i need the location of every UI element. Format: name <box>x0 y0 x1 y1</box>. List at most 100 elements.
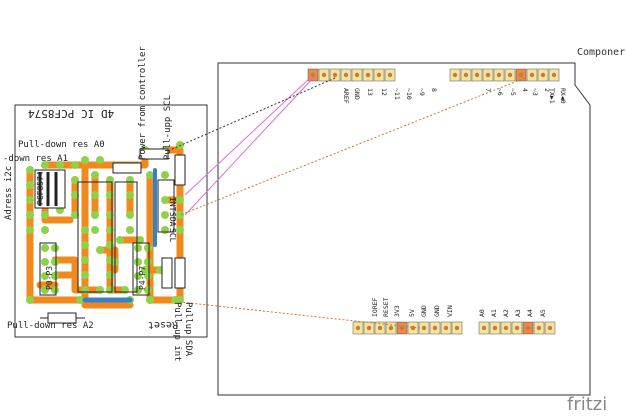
header-pin-hole <box>366 325 372 331</box>
header-pin-hole <box>443 325 449 331</box>
bottom-pin-label: A4 <box>526 309 534 317</box>
header-pin-hole <box>492 325 498 331</box>
pcb-pad <box>161 196 169 204</box>
header-pin-hole <box>454 325 460 331</box>
pcb-pad <box>51 244 59 252</box>
pcb-pad <box>71 176 79 184</box>
pcb-pad <box>26 226 34 234</box>
pcb-pad <box>81 156 89 164</box>
header-pin-hole <box>355 325 361 331</box>
top-pin-label: ~9 <box>418 88 426 96</box>
header-pin-hole <box>410 325 416 331</box>
bottom-pin-label: A5 <box>539 309 547 317</box>
board-title: 4D IC PCF8574 <box>28 107 114 120</box>
header-int-sda-scl <box>157 179 175 233</box>
label-chip-top: PCF8574 <box>36 171 45 205</box>
pcb-pad <box>81 226 89 234</box>
bottom-pin-label: A3 <box>514 309 522 317</box>
pcb-pad <box>161 226 169 234</box>
top-pin-label: 7 <box>484 88 492 92</box>
header-pin-hole <box>474 72 480 78</box>
resistor-pulldown-a1 <box>112 162 142 174</box>
pcb-pad <box>176 211 184 219</box>
header-pin-hole <box>332 72 338 78</box>
resistor-pullup-int <box>161 257 173 289</box>
resistor-pulldown-a2 <box>40 312 85 324</box>
header-pin-hole <box>387 72 393 78</box>
label-reset: Reset <box>148 319 178 330</box>
pcb-pad <box>116 236 124 244</box>
header-pin-hole <box>507 72 513 78</box>
pcb-pad <box>81 271 89 279</box>
pcb-pad <box>106 211 114 219</box>
top-pin-label: RX◀0 <box>559 88 567 104</box>
label-pulldown-a1: -down res A1 <box>3 154 68 164</box>
header-p4-p7 <box>132 242 150 296</box>
top-pin-label: ~6 <box>496 88 504 96</box>
pcb-pad <box>176 226 184 234</box>
pcb-pad <box>51 286 59 294</box>
pcb-pad <box>41 211 49 219</box>
bottom-pin-label: 3V3 <box>393 305 401 317</box>
pcb-pad <box>176 196 184 204</box>
top-pin-label: 2 <box>543 88 551 92</box>
pcb-pad <box>106 286 114 294</box>
header-pin-hole <box>481 325 487 331</box>
pcb-pad <box>161 211 169 219</box>
pcb-pads <box>26 141 184 304</box>
header-pin-hole <box>536 325 542 331</box>
top-pin-label: 4 <box>521 88 529 92</box>
header-pin-hole <box>518 72 524 78</box>
pcb-pad <box>176 296 184 304</box>
pcb-pad <box>106 191 114 199</box>
pcb-pad <box>106 271 114 279</box>
label-p4p7: P4-P7 <box>138 266 147 290</box>
label-power: Power from controller <box>138 46 148 160</box>
header-pin-hole <box>377 325 383 331</box>
header-pin-hole <box>485 72 491 78</box>
label-pullup-int: Pull-up int <box>172 302 182 362</box>
header-pin-hole <box>551 72 557 78</box>
label-sda: SDA <box>168 212 177 227</box>
header-pin-hole <box>514 325 520 331</box>
arduino-shield-outline <box>217 62 591 396</box>
top-pin-label: TX▶1 <box>548 88 556 104</box>
top-pin-label: AREF <box>342 88 350 104</box>
pcb-pad <box>141 266 149 274</box>
header-pin-hole <box>343 72 349 78</box>
top-pin-label: 13 <box>366 88 374 96</box>
pcb-pad <box>71 211 79 219</box>
pcb-pad <box>56 161 64 169</box>
components-label: Componer <box>577 47 625 58</box>
ratsnest-wires <box>169 77 526 329</box>
label-pullup-scl: Pull-upp SCL <box>163 95 173 160</box>
pcb-pad <box>41 286 49 294</box>
pcb-pad <box>91 226 99 234</box>
fritzing-logo: fritzi <box>567 394 607 415</box>
top-pin-label: ~5 <box>509 88 517 96</box>
pcb-pad <box>26 296 34 304</box>
pcb-pad <box>41 272 49 280</box>
pcb-pad <box>126 211 134 219</box>
top-pin-label: ~3 <box>531 88 539 96</box>
header-p0-p3 <box>39 242 57 296</box>
header-pin-hole <box>503 325 509 331</box>
bottom-pin-label: IOREF <box>371 297 379 317</box>
pcb-pad <box>41 244 49 252</box>
top-pin-label: 12 <box>380 88 388 96</box>
header-pin-hole <box>547 325 553 331</box>
label-address: Adress i2c <box>4 166 14 220</box>
pcb-pad <box>26 196 34 204</box>
pcb-pad <box>96 246 104 254</box>
top-pin-label: ~11 <box>393 88 401 100</box>
header-pin-hole <box>388 325 394 331</box>
top-pin-label: ~10 <box>405 88 413 100</box>
pcb-pad <box>126 176 134 184</box>
pcb-pad <box>161 171 169 179</box>
pcb-pad <box>134 272 142 280</box>
resistor-pulldown-a0 <box>139 148 169 160</box>
pcb-pad <box>134 244 142 252</box>
pcb-pad <box>121 286 129 294</box>
label-pullup-sda: Pullup SDA <box>183 302 193 357</box>
